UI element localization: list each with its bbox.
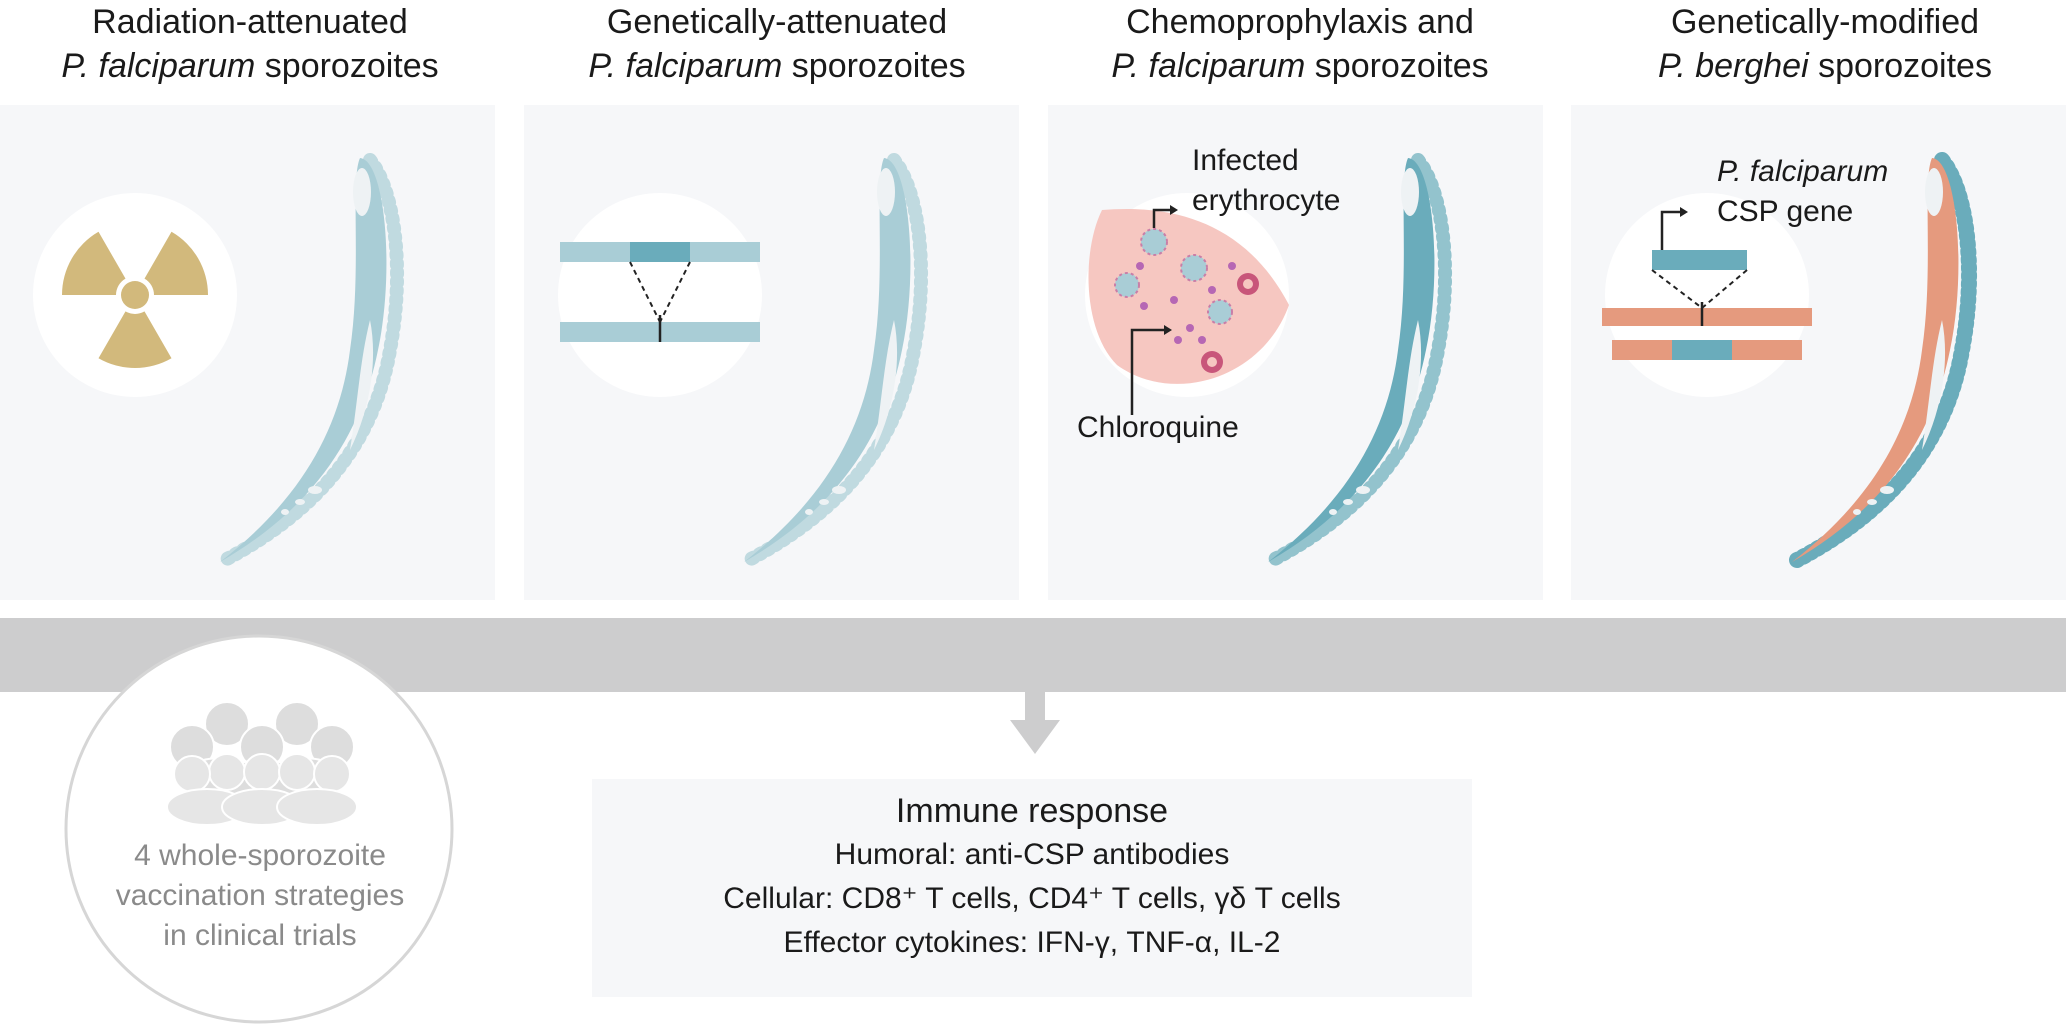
strategy-title-3: Chemoprophylaxis and P. falciparum sporo… (1111, 3, 1489, 85)
immune-row-cytokines: Effector cytokines: IFN-γ, TNF-α, IL-2 (783, 926, 1281, 959)
immune-response-box: Immune response Humoral: anti-CSP antibo… (592, 779, 1472, 997)
immune-row-cellular: Cellular: CD8⁺ T cells, CD4⁺ T cells, γδ… (723, 882, 1341, 915)
gene-knockout-icon (558, 193, 762, 397)
infected-erythrocyte-label: Infected erythrocyte (1192, 144, 1341, 217)
strategy-title-4: Genetically-modified P. berghei sporozoi… (1658, 3, 1992, 85)
strategies-summary: 4 whole-sporozoite vaccination strategie… (115, 839, 405, 952)
sporozoite-3 (1266, 153, 1453, 567)
immune-response-title: Immune response (895, 792, 1169, 830)
sporozoite-2 (742, 153, 929, 567)
csp-gene-label: P. falciparum CSP gene (1717, 155, 1889, 228)
csp-gene-insertion-icon (1602, 193, 1812, 397)
erythrocyte-chloroquine-icon (1085, 193, 1289, 415)
strategy-title-1: Radiation-attenuated P. falciparum sporo… (61, 3, 439, 85)
summary-circle (64, 634, 454, 1024)
immune-row-humoral: Humoral: anti-CSP antibodies (834, 838, 1230, 871)
sporozoite-1 (218, 153, 405, 567)
chloroquine-label: Chloroquine (1077, 411, 1239, 444)
people-crowd-icon (166, 701, 358, 826)
sporozoite-4 (1789, 152, 1978, 568)
down-arrow-icon (1010, 690, 1060, 754)
radiation-icon (33, 193, 237, 397)
strategy-title-2: Genetically-attenuated P. falciparum spo… (588, 3, 966, 85)
infected-erythrocyte-icon (1114, 228, 1233, 325)
